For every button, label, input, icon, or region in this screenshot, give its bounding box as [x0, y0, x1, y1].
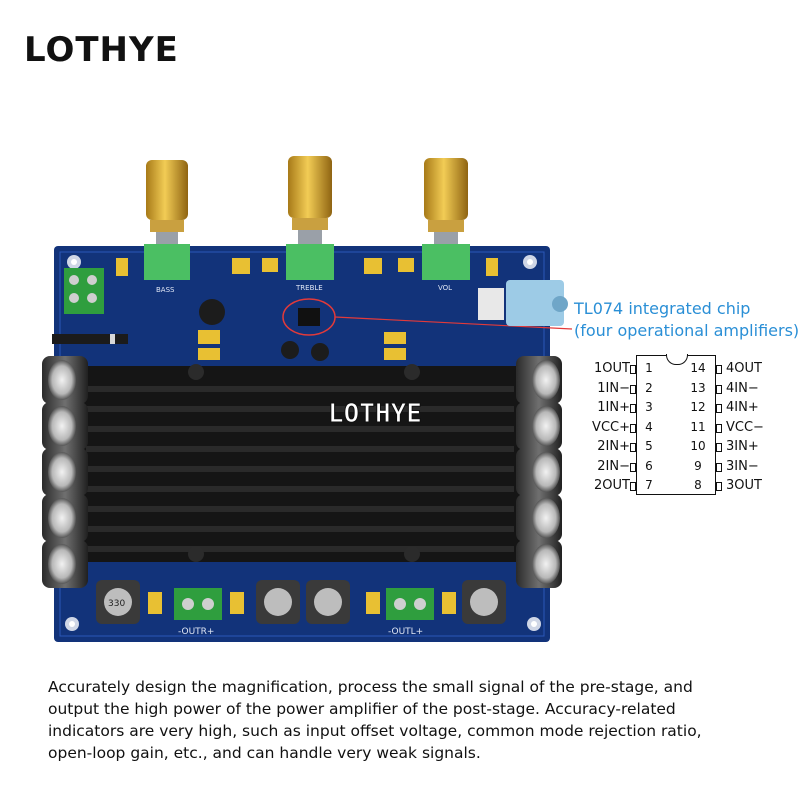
capacitors-right	[516, 356, 562, 588]
callout-line-1: TL074 integrated chip	[574, 299, 751, 318]
pin-label-right: VCC−	[726, 419, 764, 435]
pin-number-right: 11	[690, 419, 706, 434]
pin-stub	[716, 384, 722, 394]
pin-stub	[630, 443, 636, 452]
pin-label-right: 4IN+	[726, 400, 759, 415]
description-line: output the high power of the power ampli…	[48, 700, 676, 718]
pin-stub	[716, 482, 722, 491]
chip-callout: TL074 integrated chip (four operational …	[574, 298, 799, 342]
pin-label-left: 1IN+	[597, 400, 630, 415]
tl074-chip	[298, 308, 320, 326]
treble-knob	[286, 156, 334, 280]
pin-row: 2IN− 6 9 3IN−	[590, 459, 790, 477]
outr-label: -OUTR+	[178, 627, 214, 637]
pin-stub	[630, 384, 636, 394]
pin-stub	[630, 482, 636, 491]
amplifier-board-photo: BASS TREBLE VOL	[0, 140, 800, 660]
vol-label: VOL	[438, 284, 452, 292]
inductor-label: 330	[108, 599, 125, 609]
pin-label-left: 2IN+	[597, 439, 630, 454]
pin-number-left: 2	[645, 380, 653, 395]
pin-label-left: VCC+	[592, 419, 630, 435]
pin-label-right: 3IN−	[726, 458, 759, 474]
pin-label-right: 3IN+	[726, 439, 759, 454]
pin-number-right: 14	[690, 361, 706, 375]
bass-label: BASS	[156, 286, 175, 294]
pin-number-right: 9	[694, 458, 702, 473]
pin-row: 1IN− 2 13 4IN−	[590, 381, 790, 399]
pin-stub	[716, 462, 722, 472]
inductor-1	[96, 580, 140, 624]
pin-stub	[630, 365, 636, 374]
inductor-4	[462, 580, 506, 624]
pin-label-left: 2OUT	[594, 478, 630, 493]
pin-stub	[716, 443, 722, 452]
pin-row: 2OUT 7 8 3OUT	[590, 478, 790, 496]
outl-label: -OUTL+	[388, 627, 423, 637]
treble-label: TREBLE	[295, 284, 323, 292]
pin-label-left: 1IN−	[597, 380, 630, 396]
pin-number-right: 10	[690, 439, 706, 453]
pin-number-right: 8	[694, 478, 702, 492]
pin-number-left: 3	[645, 400, 653, 414]
board-illustration: BASS TREBLE VOL	[42, 156, 573, 642]
inductor-2	[256, 580, 300, 624]
pin-label-right: 4OUT	[726, 361, 762, 376]
description: Accurately design the magnification, pro…	[48, 676, 748, 764]
pin-number-left: 7	[645, 478, 653, 492]
pin-number-right: 13	[690, 380, 706, 395]
pin-stub	[716, 365, 722, 374]
pin-stub	[630, 423, 636, 433]
output-terminal-left	[386, 588, 434, 620]
pin-row: 2IN+ 5 10 3IN+	[590, 439, 790, 457]
inductor-3	[306, 580, 350, 624]
input-power-terminal	[64, 268, 104, 314]
description-line: Accurately design the magnification, pro…	[48, 678, 693, 696]
description-line: open-loop gain, etc., and can handle ver…	[48, 744, 481, 762]
bass-knob	[144, 160, 190, 280]
pin-label-right: 4IN−	[726, 380, 759, 396]
pin-row: VCC+ 4 11 VCC−	[590, 420, 790, 438]
chip-outline	[636, 355, 716, 495]
pin-number-right: 12	[690, 400, 706, 414]
output-terminal-right	[174, 588, 222, 620]
watermark: LOTHYE	[328, 399, 422, 429]
pin-number-left: 4	[645, 419, 653, 434]
capacitors-left	[42, 356, 88, 588]
description-line: indicators are very high, such as input …	[48, 722, 702, 740]
brand-logo: LOTHYE	[24, 30, 179, 70]
pin-label-right: 3OUT	[726, 478, 762, 493]
tl074-pinout-diagram: 1OUT 1 14 4OUT 1IN− 2 13 4IN− 1IN+ 3 12 4IN+ VCC+ 4 11…	[590, 354, 790, 505]
pin-number-left: 1	[645, 361, 653, 375]
pin-stub	[630, 404, 636, 413]
audio-jack	[506, 280, 564, 326]
pin-label-left: 1OUT	[594, 361, 630, 376]
callout-line-2: (four operational amplifiers)	[574, 321, 800, 340]
pin-row: 1OUT 1 14 4OUT	[590, 361, 790, 379]
pin-label-left: 2IN−	[597, 458, 630, 474]
pin-stub	[716, 404, 722, 413]
heatsink	[80, 366, 520, 562]
pin-stub	[630, 462, 636, 472]
vol-knob	[422, 158, 470, 280]
pin-number-left: 5	[645, 439, 653, 453]
pin-row: 1IN+ 3 12 4IN+	[590, 400, 790, 418]
pin-stub	[716, 423, 722, 433]
pin-number-left: 6	[645, 458, 653, 473]
